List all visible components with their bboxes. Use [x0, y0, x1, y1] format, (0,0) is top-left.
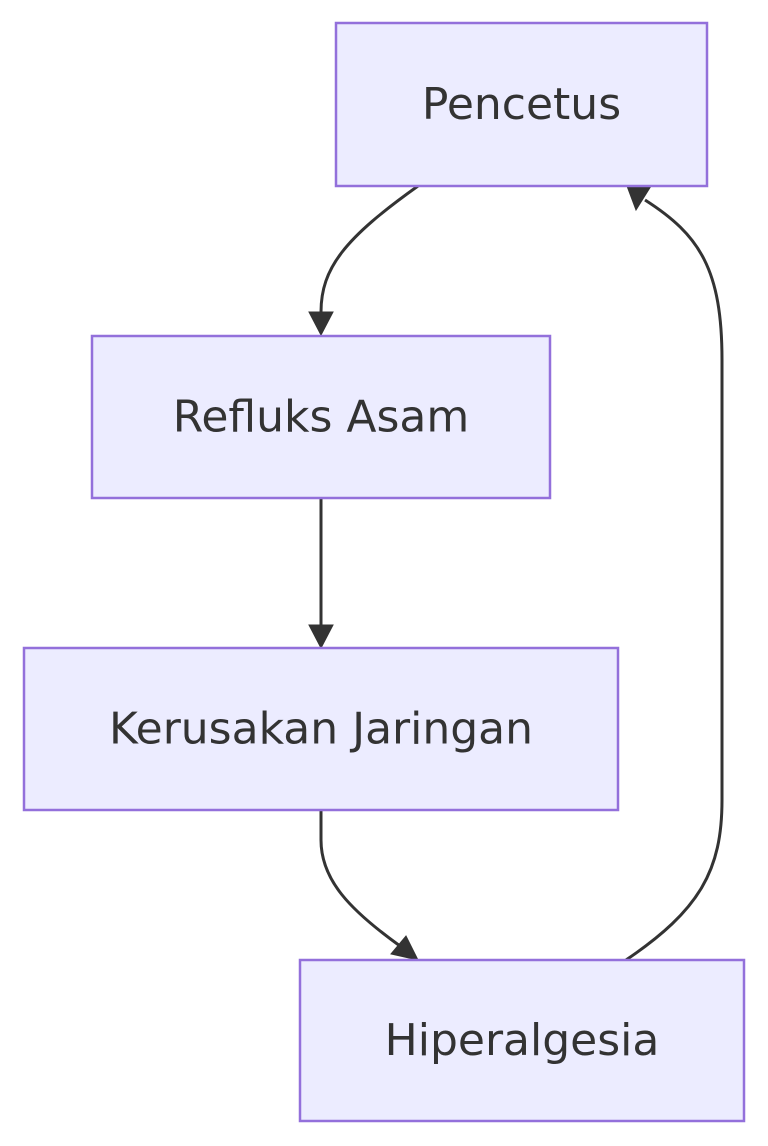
node-kerusakan-jaringan: Kerusakan Jaringan — [22, 646, 620, 812]
node-label: Refluks Asam — [173, 392, 470, 443]
node-box — [22, 646, 620, 812]
node-label: Kerusakan Jaringan — [109, 704, 533, 755]
arrowhead-refluks — [308, 311, 334, 337]
node-pencetus: Pencetus — [334, 21, 709, 188]
edge-kerusakan-to-hiperalgesia — [319, 810, 401, 948]
node-refluks-asam: Refluks Asam — [90, 334, 552, 500]
node-box — [90, 334, 552, 500]
node-label: Hiperalgesia — [385, 1015, 660, 1066]
edge-hiperalgesia-to-pencetus — [625, 198, 724, 962]
node-hiperalgesia: Hiperalgesia — [298, 958, 746, 1123]
node-label: Pencetus — [422, 79, 621, 130]
edge-pencetus-to-refluks — [319, 184, 419, 313]
arrowhead-pencetus — [626, 185, 652, 212]
arrowhead-kerusakan — [308, 624, 334, 650]
edges — [308, 184, 724, 962]
node-box — [334, 21, 709, 188]
arrowhead-hiperalgesia — [390, 935, 419, 961]
node-box — [298, 958, 746, 1123]
